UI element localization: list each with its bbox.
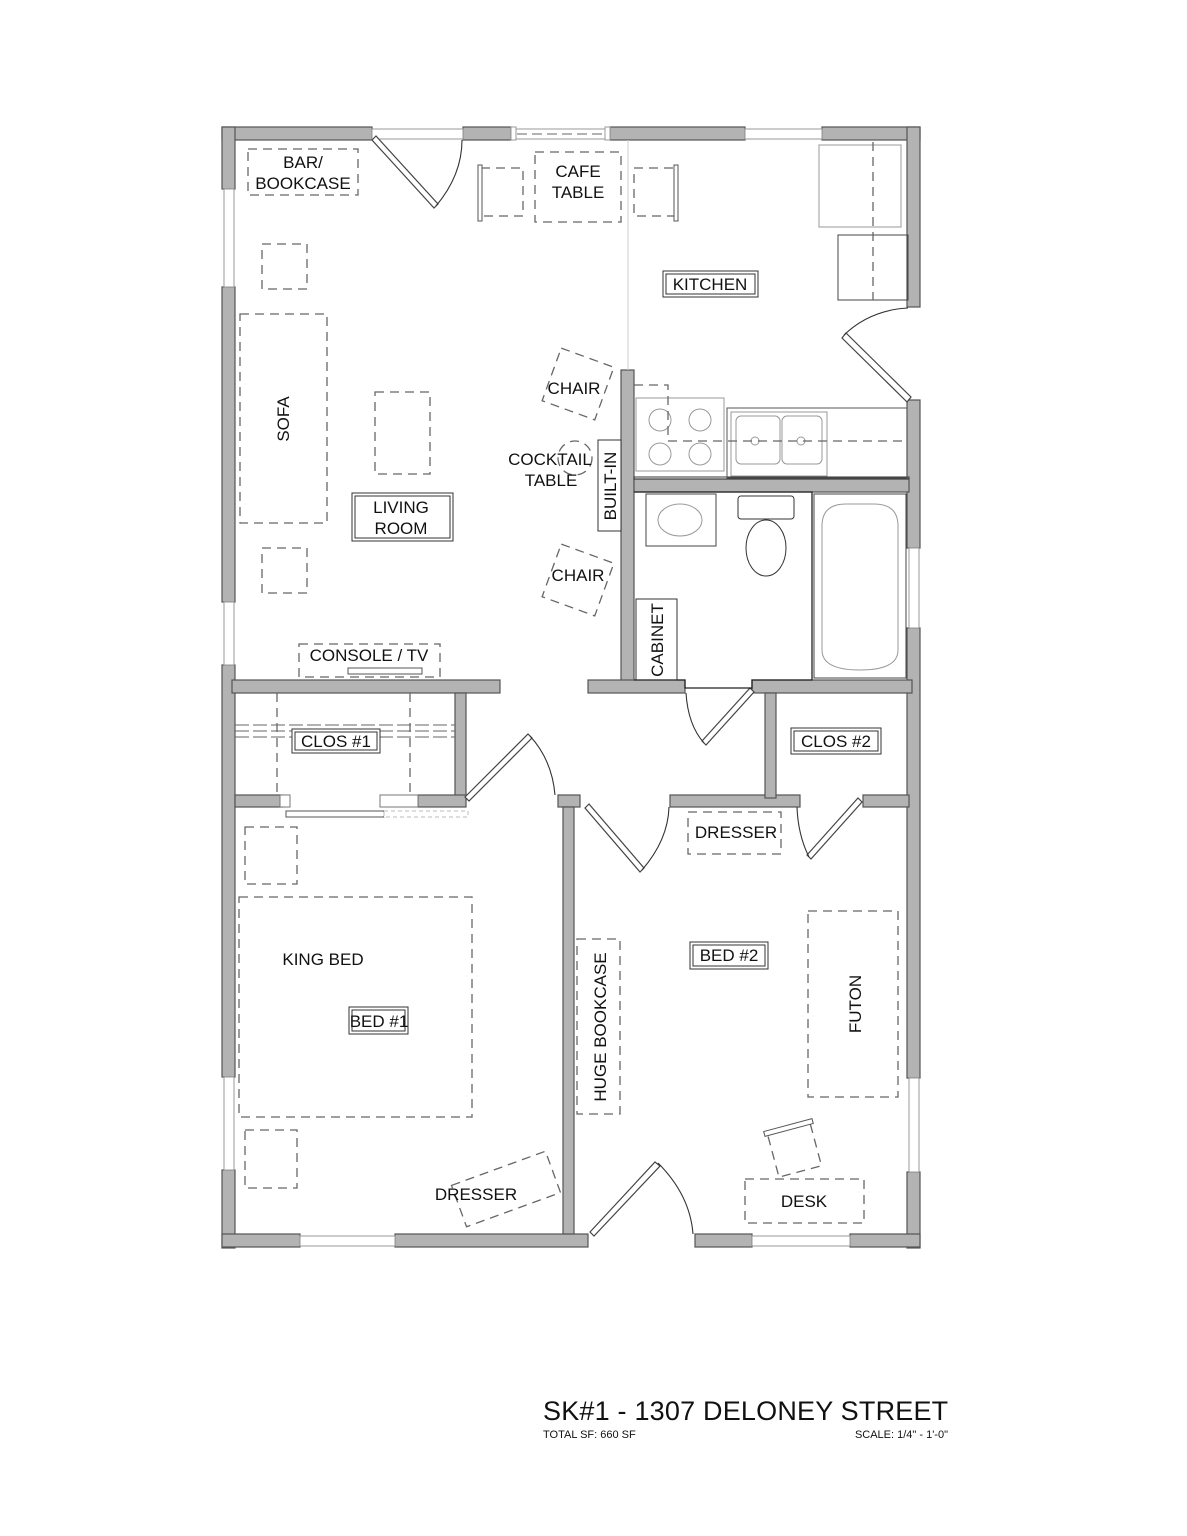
cafe-chair-left — [480, 167, 524, 217]
built-in-outline — [597, 439, 622, 532]
entry-door — [371, 135, 439, 209]
title-subline: TOTAL SF: 660 SF SCALE: 1/4" - 1'-0" — [543, 1429, 948, 1441]
futon-outline — [807, 910, 899, 1098]
bedroom-1-door — [464, 733, 533, 802]
bathroom-door — [701, 687, 755, 746]
chair-upper-label: CHAIR — [548, 379, 601, 398]
bar-bookcase-label-1: BAR/ — [283, 153, 323, 172]
nightstand-upper — [244, 826, 298, 885]
total-square-footage: TOTAL SF: 660 SF — [543, 1429, 636, 1441]
bedroom-2-door — [584, 803, 645, 873]
refrigerator — [818, 144, 902, 228]
dresser-bed2-label: DRESSER — [695, 823, 777, 842]
cafe-table-label-2: TABLE — [552, 183, 605, 202]
huge-bookcase-label: HUGE BOOKCASE — [591, 952, 610, 1101]
desk-outline — [744, 1178, 865, 1224]
kitchen-area: CAFE TABLE KITCHEN — [477, 140, 910, 480]
sofa-outline — [239, 313, 328, 524]
desk-label: DESK — [781, 1192, 828, 1211]
dresser-bed1-label: DRESSER — [435, 1185, 517, 1204]
bathroom-area: CABINET — [634, 491, 907, 689]
stove — [635, 397, 725, 472]
king-bed-label: KING BED — [282, 950, 363, 969]
toilet-bowl — [745, 519, 787, 577]
bedroom-2: DRESSER HUGE BOOKCASE BED #2 FUTON DESK — [576, 811, 899, 1224]
console-tv-label: CONSOLE / TV — [310, 646, 429, 665]
bathtub — [813, 493, 907, 679]
chair-lower-outline — [541, 543, 615, 617]
cabinet-outline — [635, 598, 678, 681]
chair-lower-label: CHAIR — [552, 566, 605, 585]
sofa-label: SOFA — [274, 396, 293, 442]
living-room-label-2: ROOM — [375, 519, 428, 538]
cocktail-table-label-1: COCKTAIL — [508, 450, 592, 469]
console-tv-outline — [298, 643, 441, 678]
closet-1-label: CLOS #1 — [301, 732, 371, 751]
cocktail-table-label-2: TABLE — [525, 471, 578, 490]
toilet-tank — [737, 495, 795, 520]
nightstand-lower — [244, 1129, 298, 1189]
living-room-furniture: BAR/ BOOKCASE SOFA LIVING ROOM CONSOLE /… — [239, 148, 622, 678]
double-sink — [730, 411, 828, 477]
drawing-title: SK#1 - 1307 DELONEY STREET — [543, 1396, 949, 1426]
cocktail-table-outline — [557, 440, 593, 476]
bar-bookcase-outline — [247, 148, 359, 196]
title-block: SK#1 - 1307 DELONEY STREET TOTAL SF: 660… — [543, 1396, 948, 1441]
bar-bookcase-label-2: BOOKCASE — [255, 174, 350, 193]
coffee-table-outline — [374, 391, 431, 475]
dresser-bed1-outline — [450, 1150, 562, 1228]
end-table-lower — [261, 547, 308, 594]
sink-basin — [657, 503, 703, 537]
back-door — [589, 1161, 661, 1237]
huge-bookcase-outline — [576, 938, 621, 1115]
interior-walls — [231, 369, 913, 1235]
cabinet-label: CABINET — [648, 603, 667, 677]
king-bed-outline — [238, 896, 473, 1118]
drawing-scale: SCALE: 1/4" - 1'-0" — [854, 1429, 948, 1441]
cafe-chair-right — [633, 167, 677, 217]
living-room-label-1: LIVING — [373, 498, 429, 517]
doors — [285, 135, 912, 1237]
bed-2-label: BED #2 — [700, 946, 759, 965]
cafe-table-outline — [534, 151, 622, 223]
vanity — [645, 493, 717, 547]
bed-1-tag — [348, 1006, 409, 1035]
futon-label: FUTON — [846, 975, 865, 1033]
cafe-table-label-1: CAFE — [555, 162, 600, 181]
built-in-label: BUILT-IN — [601, 452, 620, 521]
kitchen-side-door — [841, 332, 912, 403]
chair-upper-outline — [541, 347, 615, 421]
exterior-walls — [221, 126, 921, 1249]
closet-1-tag — [291, 728, 381, 754]
end-table-upper — [261, 243, 308, 290]
closet-2-tag — [790, 727, 882, 755]
bed-2-tag — [689, 941, 769, 970]
dresser-bed2-outline — [687, 811, 782, 855]
kitchen-tag — [662, 270, 759, 298]
counter — [726, 407, 908, 479]
windows — [223, 126, 920, 1247]
living-room-tag — [351, 492, 454, 542]
bedroom-1: KING BED BED #1 DRESSER — [238, 826, 562, 1228]
kitchen-label: KITCHEN — [673, 275, 748, 294]
closet-2-label: CLOS #2 — [801, 732, 871, 751]
bed-1-label: BED #1 — [350, 1012, 409, 1031]
closets: CLOS #1 CLOS #2 — [235, 693, 882, 795]
closet-2-door — [806, 797, 863, 860]
